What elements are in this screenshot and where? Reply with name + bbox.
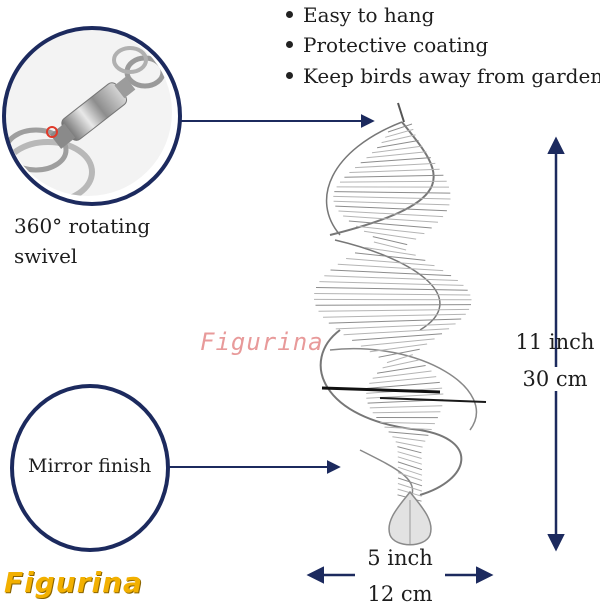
- spiral-fin: [397, 483, 423, 492]
- spiral-fin: [397, 472, 423, 481]
- spiral-fin: [386, 354, 413, 364]
- spiral-fin: [380, 421, 435, 425]
- spiral-fin: [388, 431, 429, 436]
- spiral-fin: [319, 281, 464, 286]
- spiral-fin: [328, 318, 462, 324]
- feature-item: Easy to hang: [286, 0, 434, 30]
- spiral-fin: [334, 191, 451, 194]
- height-cm-label: 30 cm: [510, 367, 600, 391]
- swivel-caption-line1: 360° rotating: [14, 214, 151, 238]
- spiral-fin: [352, 333, 443, 341]
- width-cm-label: 12 cm: [367, 582, 433, 606]
- brand-logo: Figurina: [4, 566, 143, 599]
- spiral-fin: [369, 405, 443, 409]
- spiral-fin: [349, 168, 440, 173]
- spiral-fin: [377, 140, 419, 149]
- spiral-fin: [382, 359, 419, 369]
- spiral-fin: [337, 263, 444, 272]
- spiral-fin: [372, 370, 432, 379]
- spiral-fin: [397, 477, 423, 487]
- spiral-fin: [348, 220, 432, 229]
- watermark: Figurina: [200, 328, 324, 356]
- spiral-highlight: [321, 386, 441, 394]
- spiral-fin: [338, 210, 444, 218]
- spiral-fin: [322, 313, 466, 318]
- spiral-fin: [354, 252, 426, 261]
- spiral-fin: [346, 258, 435, 267]
- spiral-fin: [314, 293, 471, 296]
- spiral-fin: [355, 225, 425, 235]
- spiral-fin: [324, 275, 458, 281]
- width-inch-label: 5 inch: [367, 546, 433, 570]
- spiral-fin: [360, 338, 435, 347]
- spiral-fin: [366, 151, 427, 159]
- spiral-fin: [315, 304, 472, 306]
- spiral-fin: [369, 376, 437, 384]
- spiral-fin: [397, 466, 423, 476]
- spiral-fin: [397, 461, 423, 471]
- spiral-fin: [385, 128, 414, 138]
- spiral-fin: [318, 308, 470, 312]
- spiral-fin: [335, 323, 456, 330]
- spiral-fin: [387, 123, 413, 133]
- spiral-fin: [366, 393, 444, 399]
- spiral-fins: [313, 123, 472, 502]
- spiral-fin: [333, 195, 451, 200]
- spiral-fin: [372, 236, 408, 246]
- spiral-fin: [378, 348, 420, 358]
- spiral-fin: [371, 145, 423, 154]
- spiral-fin: [367, 381, 440, 389]
- spiral-fin: [344, 174, 444, 178]
- spiral-fin: [397, 446, 422, 454]
- spiral-fin: [360, 157, 431, 164]
- spiral-fin: [373, 241, 407, 251]
- spiral-fin: [395, 441, 423, 448]
- spiral-fin: [381, 134, 416, 144]
- finish-label: Mirror finish: [28, 455, 152, 477]
- height-inch-label: 11 inch: [515, 330, 595, 354]
- spiral-fin: [339, 180, 447, 183]
- spiral-fin: [372, 411, 441, 414]
- spiral-fin: [364, 246, 416, 256]
- swivel-caption-line2: swivel: [14, 244, 78, 268]
- spiral-fin: [330, 269, 452, 277]
- spiral-fin: [397, 451, 422, 459]
- bullet-icon: [286, 72, 293, 79]
- bullet-icon: [286, 11, 293, 18]
- spiral-fin: [343, 215, 439, 223]
- bullet-icon: [286, 41, 293, 48]
- spiral-fin: [397, 456, 422, 465]
- spiral-fin: [369, 343, 428, 353]
- spiral-fin: [354, 162, 436, 169]
- spiral-spinner: [319, 102, 478, 501]
- feature-item: Protective coating: [286, 30, 488, 60]
- finish-circle: [10, 384, 170, 552]
- spiral-fin: [335, 205, 447, 212]
- spiral-fin: [363, 230, 417, 240]
- spiral-fin: [392, 436, 426, 442]
- spiral-fin: [343, 328, 450, 336]
- spiral-fin: [384, 426, 432, 430]
- spiral-fin: [315, 287, 468, 291]
- swivel-circle: [2, 26, 182, 206]
- spiral-fin: [333, 200, 450, 206]
- spiral-fin: [377, 365, 426, 374]
- feature-item: Keep birds away from garden: [286, 61, 600, 91]
